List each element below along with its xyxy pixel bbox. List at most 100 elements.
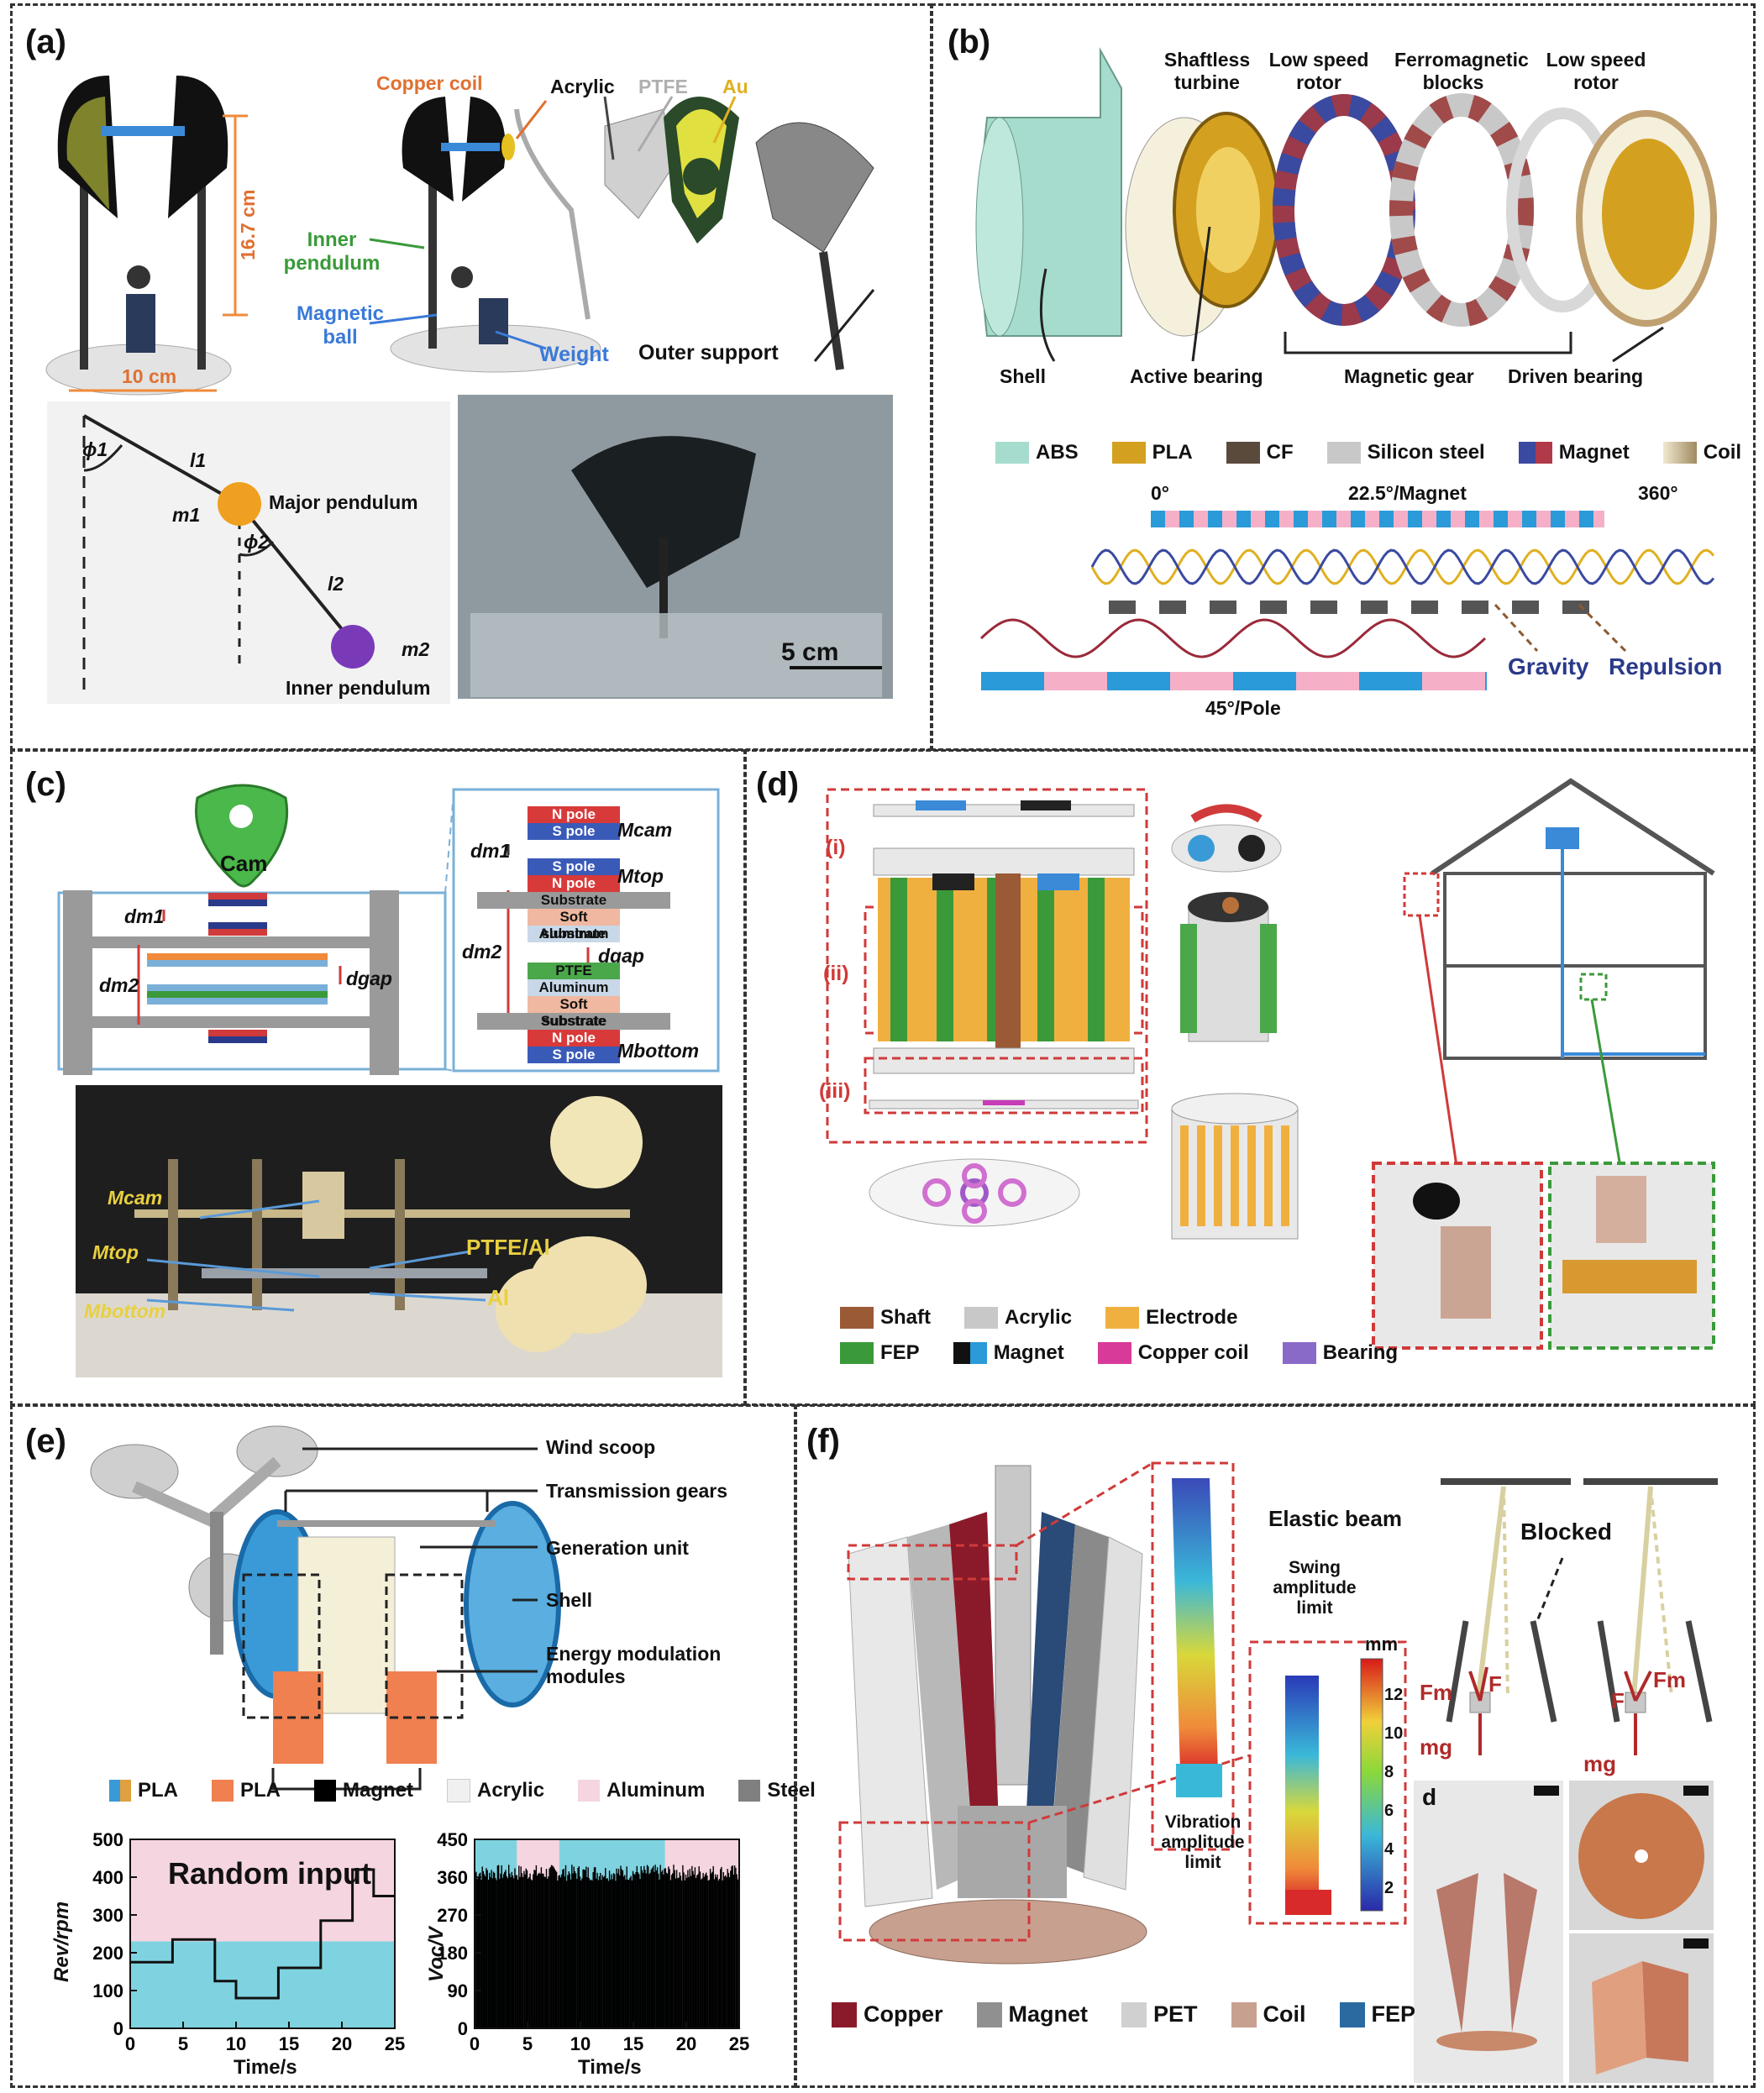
force-f-left: F — [1488, 1671, 1502, 1697]
voc-pulse — [529, 1873, 531, 2028]
voc-pulse — [660, 1871, 663, 2028]
stack-substrate-1: Substrate — [477, 892, 670, 909]
cbar-tick-12: 12 — [1384, 1686, 1404, 1704]
photo-label-al: Al — [487, 1285, 509, 1310]
section-i: (i) — [826, 836, 846, 859]
y-tick-label: 300 — [92, 1905, 123, 1926]
y-tick-label: 100 — [92, 1980, 123, 2001]
voc-pulse — [636, 1865, 638, 2028]
voc-pulse — [614, 1874, 616, 2028]
voc-pulse — [735, 1867, 737, 2028]
voc-pulse — [680, 1881, 683, 2028]
legend-pla-orange: PLA — [212, 1779, 281, 1802]
voc-pulse — [693, 1874, 695, 2028]
voc-pulse — [612, 1873, 615, 2028]
voc-pulse — [571, 1865, 573, 2028]
voc-pulse — [545, 1869, 548, 2028]
label-mtop: Mtop — [617, 865, 664, 887]
voc-pulse — [554, 1868, 555, 2028]
voc-pulse — [627, 1879, 629, 2028]
label-l2: l2 — [328, 573, 344, 595]
label-cam: Cam — [220, 851, 268, 876]
voc-pulse — [572, 1873, 574, 2028]
voc-pulse — [639, 1879, 641, 2028]
label-wind-scoop: Wind scoop — [546, 1436, 656, 1458]
panel-c-label: (c) — [25, 766, 66, 803]
voc-pulse — [688, 1877, 690, 2028]
voc-pulse — [683, 1872, 685, 2028]
label-shaftless-turbine: Shaftless turbine — [1163, 49, 1251, 93]
voc-pulse — [611, 1874, 612, 2028]
legend-silicon-steel: Silicon steel — [1326, 441, 1485, 464]
voc-pulse — [539, 1873, 541, 2028]
voc-pulse — [567, 1875, 569, 2028]
ferro-block — [1260, 601, 1287, 614]
x-tick-label: 20 — [332, 2033, 352, 2054]
label-l1: l1 — [190, 449, 207, 471]
voc-pulse — [557, 1881, 559, 2028]
label-transmission-gears: Transmission gears — [546, 1480, 728, 1502]
voc-pulse — [476, 1879, 478, 2028]
voc-pulse — [727, 1872, 730, 2028]
voc-pulse — [675, 1870, 678, 2028]
legend-bearing: Bearing — [1282, 1341, 1398, 1365]
voc-pulse — [663, 1874, 664, 2028]
cbar-tick-8: 8 — [1384, 1763, 1394, 1781]
voc-pulse — [580, 1881, 582, 2028]
x-tick-label: 5 — [178, 2033, 188, 2054]
voc-pulse — [499, 1879, 501, 2028]
voc-pulse — [686, 1877, 688, 2028]
voc-pulse — [600, 1873, 601, 2028]
label-copper-coil: Copper coil — [376, 72, 483, 94]
voc-pulse — [535, 1865, 538, 2028]
magnet-segment — [1208, 511, 1222, 527]
voc-pulse — [707, 1881, 709, 2028]
voc-pulse — [504, 1871, 506, 2028]
magnet-segment — [1236, 511, 1251, 527]
voc-pulse — [669, 1880, 671, 2028]
y-tick-label: 360 — [437, 1867, 468, 1888]
panel-e-legend: PLA PLA Magnet Acrylic Aluminum Steel — [109, 1779, 837, 1802]
y-tick-label: 0 — [458, 2018, 468, 2039]
voc-pulse — [616, 1868, 617, 2028]
voc-pulse — [701, 1878, 703, 2028]
voc-pulse — [653, 1865, 654, 2028]
electrode-bars — [878, 873, 1130, 1050]
label-dm2: dm2 — [99, 974, 139, 996]
label-m1: m1 — [172, 504, 201, 526]
panel-d-legend-row2: FEP Magnet Copper coil Bearing — [840, 1341, 1420, 1365]
panel-f-label: (f) — [806, 1423, 840, 1460]
label-magnetic-gear: Magnetic gear — [1344, 365, 1474, 387]
voc-pulse — [480, 1880, 482, 2028]
voc-pulse — [540, 1867, 543, 2028]
legend-abs: ABS — [995, 441, 1079, 464]
voc-pulse — [624, 1875, 626, 2028]
voc-pulse — [536, 1875, 538, 2028]
cbar-tick-2: 2 — [1384, 1879, 1394, 1897]
label-driven-bearing: Driven bearing — [1508, 365, 1644, 387]
legend-magnet-f: Magnet — [976, 2001, 1088, 2027]
label-weight: Weight — [539, 343, 609, 366]
voc-pulse — [712, 1865, 714, 2028]
force-fm-left: Fm — [1420, 1680, 1452, 1705]
label-m2: m2 — [402, 638, 430, 660]
voc-pulse — [736, 1874, 738, 2028]
voc-pulse — [507, 1878, 509, 2028]
voc-pulse — [656, 1867, 659, 2028]
panel-a-label: (a) — [25, 24, 66, 60]
label-active-bearing: Active bearing — [1130, 365, 1263, 387]
voc-pulse — [612, 1879, 613, 2028]
voc-pulse — [525, 1868, 527, 2028]
voc-pulse — [714, 1874, 717, 2028]
y-tick-label: 400 — [92, 1867, 123, 1888]
legend-copper: Copper — [832, 2001, 943, 2027]
label-inner-pendulum: Inner pendulum — [283, 228, 381, 275]
voc-pulse — [526, 1870, 528, 2028]
voc-pulse — [550, 1865, 553, 2028]
voc-pulse — [732, 1875, 735, 2028]
voc-pulse — [554, 1870, 557, 2028]
panel-d-label: (d) — [756, 766, 800, 803]
legend-acrylic: Acrylic — [964, 1306, 1072, 1330]
voc-pulse — [514, 1868, 516, 2028]
